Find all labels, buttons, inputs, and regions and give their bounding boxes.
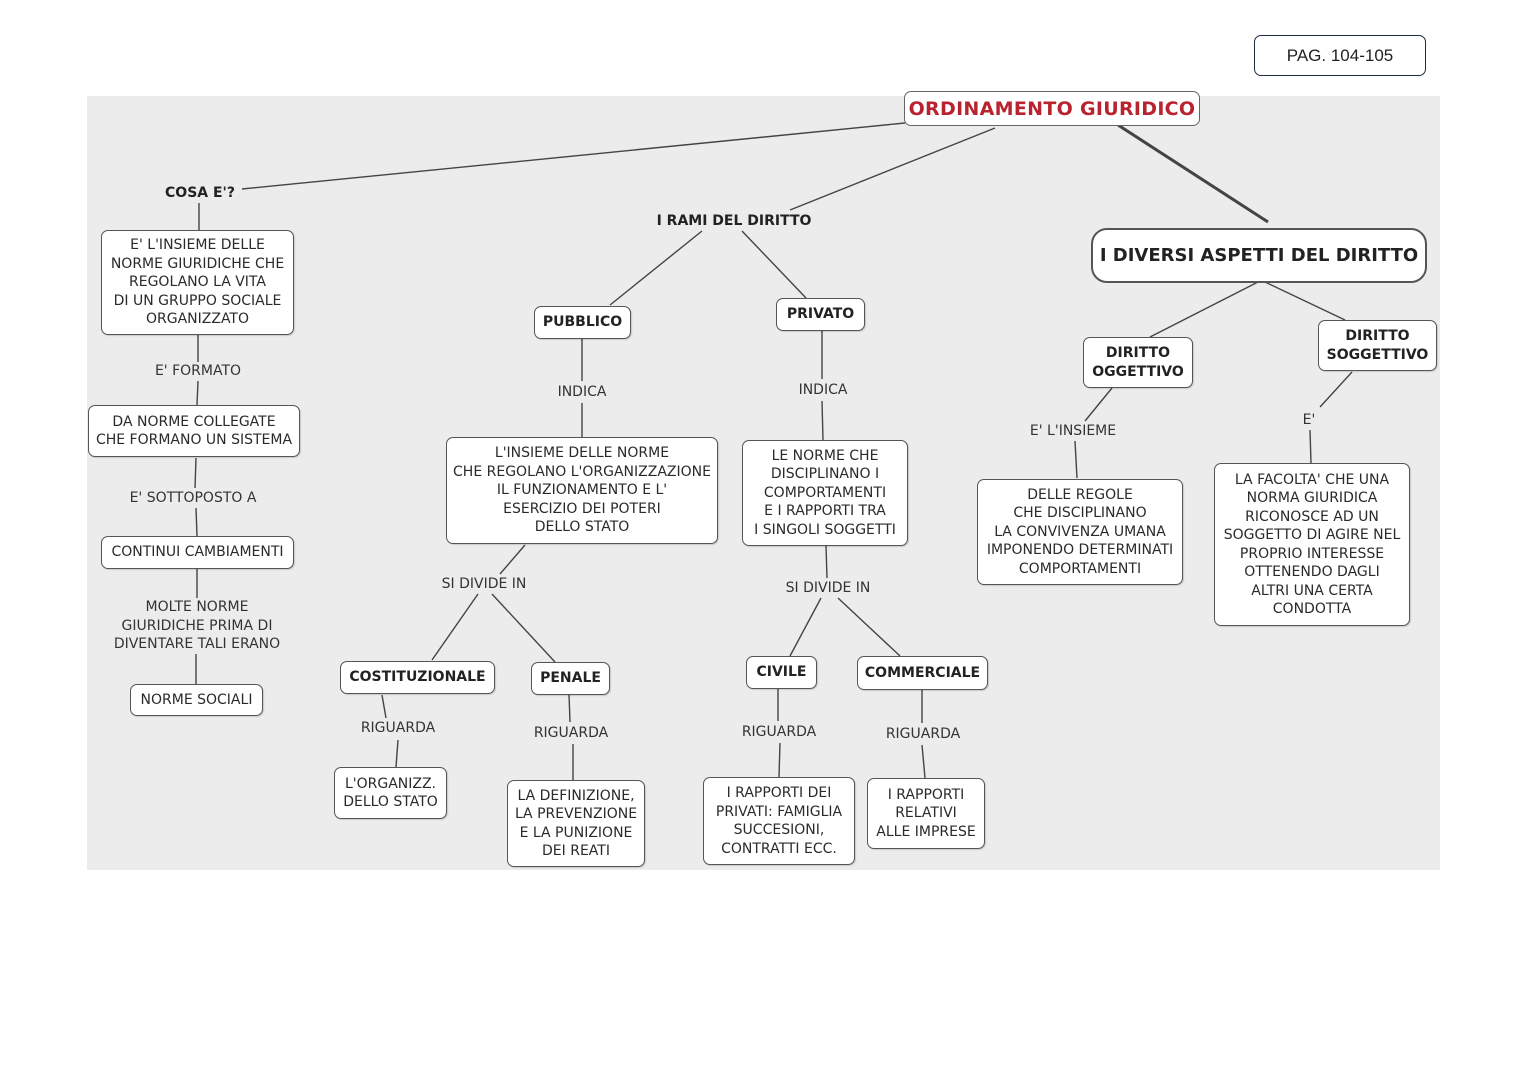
page-reference-badge: PAG. 104-105 <box>1254 35 1426 76</box>
link-si-divide-privato: SI DIVIDE IN <box>785 580 871 596</box>
civile-node: CIVILE <box>746 656 817 689</box>
privato-description: LE NORME CHE DISCIPLINANO I COMPORTAMENT… <box>742 440 908 546</box>
rami-del-diritto-title: I RAMI DEL DIRITTO <box>656 213 812 229</box>
civile-description: I RAPPORTI DEI PRIVATI: FAMIGLIA SUCCESI… <box>703 777 855 865</box>
commerciale-description: I RAPPORTI RELATIVI ALLE IMPRESE <box>867 778 985 849</box>
norme-collegate-node: DA NORME COLLEGATE CHE FORMANO UN SISTEM… <box>88 405 300 457</box>
commerciale-node: COMMERCIALE <box>857 656 988 690</box>
link-indica-pubblico: INDICA <box>557 384 607 400</box>
link-riguarda-commerciale: RIGUARDA <box>885 726 961 742</box>
link-riguarda-costituzionale: RIGUARDA <box>360 720 436 736</box>
link-e-formato: E' FORMATO <box>154 363 242 379</box>
diritto-oggettivo-node: DIRITTO OGGETTIVO <box>1083 337 1193 388</box>
penale-node: PENALE <box>531 662 610 695</box>
link-riguarda-civile: RIGUARDA <box>741 724 817 740</box>
link-e-linsieme: E' L'INSIEME <box>1029 423 1117 439</box>
cosa-e-question: COSA E'? <box>165 185 235 201</box>
diritto-soggettivo-description: LA FACOLTA' CHE UNA NORMA GIURIDICA RICO… <box>1214 463 1410 626</box>
diritto-oggettivo-description: DELLE REGOLE CHE DISCIPLINANO LA CONVIVE… <box>977 479 1183 585</box>
privato-node: PRIVATO <box>776 298 865 331</box>
link-e-soggettivo: E' <box>1302 412 1316 428</box>
pubblico-description: L'INSIEME DELLE NORME CHE REGOLANO L'ORG… <box>446 437 718 544</box>
penale-description: LA DEFINIZIONE, LA PREVENZIONE E LA PUNI… <box>507 780 645 867</box>
link-riguarda-penale: RIGUARDA <box>533 725 609 741</box>
costituzionale-node: COSTITUZIONALE <box>340 661 495 694</box>
definition-node: E' L'INSIEME DELLE NORME GIURIDICHE CHE … <box>101 230 294 335</box>
costituzionale-description: L'ORGANIZZ. DELLO STATO <box>334 767 447 819</box>
root-ordinamento-giuridico: ORDINAMENTO GIURIDICO <box>904 91 1200 126</box>
pubblico-node: PUBBLICO <box>534 306 631 339</box>
link-molte-norme: MOLTE NORME GIURIDICHE PRIMA DI DIVENTAR… <box>113 599 281 652</box>
diritto-soggettivo-node: DIRITTO SOGGETTIVO <box>1318 320 1437 371</box>
link-e-sottoposto: E' SOTTOPOSTO A <box>129 490 257 506</box>
link-si-divide-pubblico: SI DIVIDE IN <box>441 576 527 592</box>
link-indica-privato: INDICA <box>798 382 848 398</box>
norme-sociali-node: NORME SOCIALI <box>130 684 263 716</box>
diversi-aspetti-node: I DIVERSI ASPETTI DEL DIRITTO <box>1091 228 1427 283</box>
cambiamenti-node: CONTINUI CAMBIAMENTI <box>101 536 294 569</box>
